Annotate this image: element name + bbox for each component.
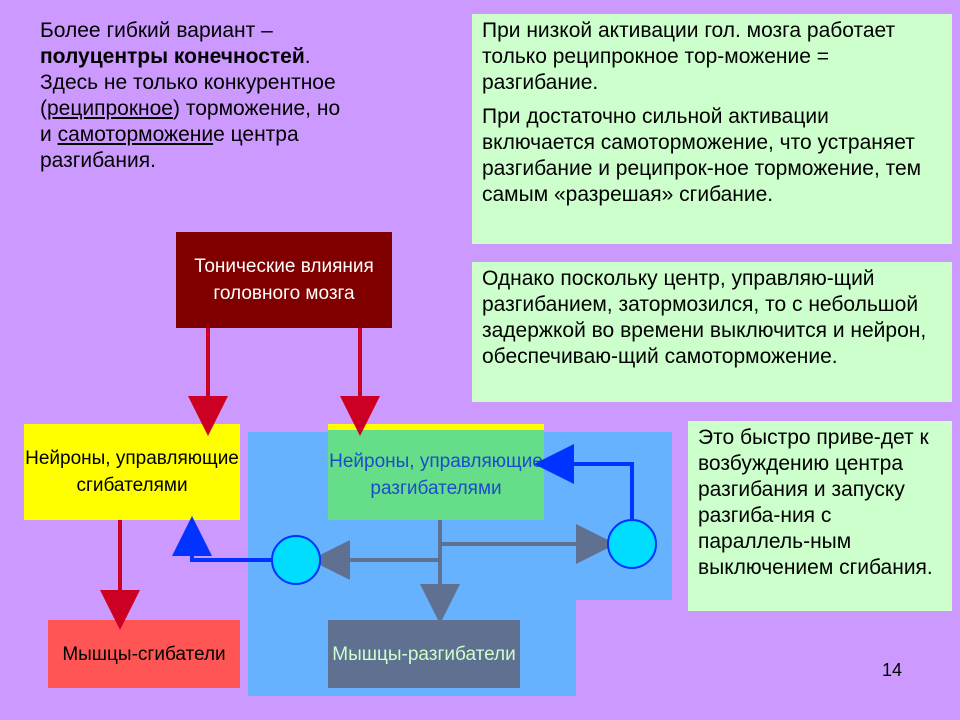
reciprocal-inhibition-arrow: [172, 516, 272, 562]
extensor-neurons-label: Нейроны, управляющие разгибателями: [329, 451, 543, 499]
self-inhibition-arrow: [534, 444, 634, 520]
self-inhibition-link[interactable]: самоторможени: [57, 123, 214, 146]
flexor-neurons-box: Нейроны, управляющие сгибателями: [24, 424, 240, 520]
note-activation: При низкой активации гол. мозга работает…: [472, 14, 952, 244]
intro-line-5-rest: е центра: [213, 123, 299, 146]
tonic-influence-label: Тонические влияния головного мозга: [194, 256, 374, 304]
intro-line-3: Здесь не только конкурентное: [40, 71, 336, 94]
intro-line-1: Более гибкий вариант –: [40, 19, 273, 42]
note-delay-text: Однако поскольку центр, управляю-щий раз…: [482, 267, 927, 368]
flexor-muscles-box: Мышцы-сгибатели: [48, 620, 240, 688]
self-inhibition-interneuron: [607, 519, 657, 569]
tonic-influence-box: Тонические влияния головного мозга: [176, 232, 392, 328]
reciprocal-interneuron: [271, 535, 321, 585]
intro-line-4-rest: ) торможение, но: [173, 97, 341, 120]
flexor-muscles-label: Мышцы-сгибатели: [62, 643, 226, 665]
intro-line-5-start: и: [40, 123, 58, 146]
intro-bold-term: полуцентры конечностей: [40, 45, 305, 68]
note-high-activation: При достаточно сильной активации включае…: [482, 105, 922, 206]
intro-text: Более гибкий вариант – полуцентры конечн…: [40, 18, 440, 174]
flexor-neurons-label: Нейроны, управляющие сгибателями: [25, 448, 239, 496]
extensor-muscles-box: Мышцы-разгибатели: [328, 620, 520, 688]
intro-line-6: разгибания.: [40, 149, 156, 172]
extensor-muscles-label: Мышцы-разгибатели: [332, 643, 516, 665]
note-delay: Однако поскольку центр, управляю-щий раз…: [472, 262, 952, 402]
intro-paren: (: [40, 97, 47, 120]
note-low-activation: При низкой активации гол. мозга работает…: [482, 19, 896, 94]
intro-period: .: [304, 45, 311, 68]
page-number: 14: [881, 660, 902, 680]
extensor-neurons-box: Нейроны, управляющие разгибателями: [328, 424, 544, 520]
note-result-text: Это быстро приве-дет к возбуждению центр…: [698, 426, 933, 579]
note-result: Это быстро приве-дет к возбуждению центр…: [688, 421, 952, 611]
reciprocal-link[interactable]: реципрокное: [47, 97, 173, 120]
